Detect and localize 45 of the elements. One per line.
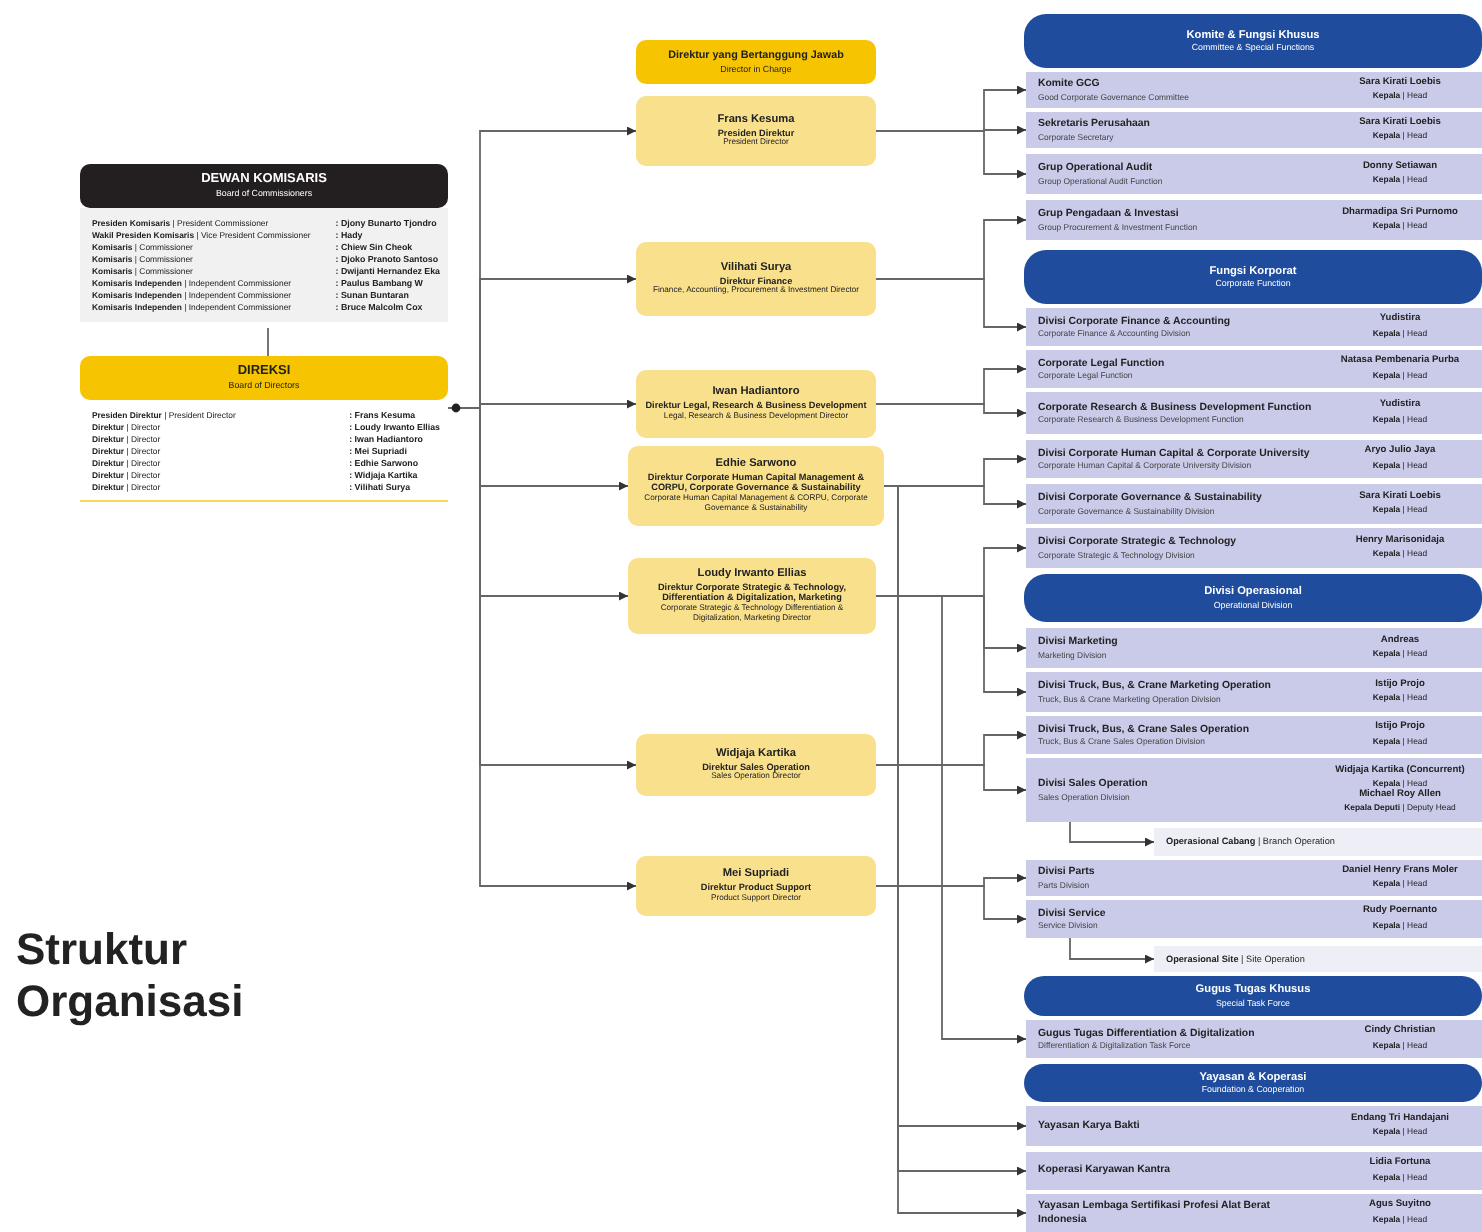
- connector-arrow: [875, 595, 1027, 1044]
- unit-box: [1026, 1106, 1482, 1146]
- director-box: [628, 446, 884, 526]
- unit-box: [1026, 672, 1482, 712]
- unit-box: [1026, 72, 1482, 108]
- unit-box: [1026, 900, 1482, 938]
- section-band: [1024, 574, 1482, 622]
- director-box: [636, 96, 876, 166]
- unit-box: [1026, 440, 1482, 478]
- sub-unit-box: [1154, 946, 1482, 972]
- connector-arrow: [875, 403, 1027, 418]
- unit-box: [1026, 1194, 1482, 1232]
- page-title: Struktur Organisasi: [16, 924, 246, 1028]
- unit-box: [1026, 716, 1482, 754]
- unit-box: [1026, 112, 1482, 148]
- unit-box: [1026, 200, 1482, 240]
- director-box: [636, 370, 876, 438]
- sub-unit-box: [1154, 828, 1482, 856]
- connector-arrow: [875, 130, 1027, 179]
- unit-box: [1026, 154, 1482, 194]
- heading-box: [636, 40, 876, 84]
- unit-box: [1026, 758, 1482, 822]
- director-box: [636, 242, 876, 316]
- unit-box: [1026, 350, 1482, 388]
- section-band: [1024, 976, 1482, 1016]
- unit-box: [1026, 860, 1482, 896]
- board-card: [80, 164, 448, 328]
- director-box: [636, 734, 876, 796]
- unit-box: [1026, 392, 1482, 434]
- section-band: [1024, 1064, 1482, 1102]
- connector-arrow: [875, 885, 1027, 924]
- unit-box: [1026, 308, 1482, 346]
- connector-arrow: [1069, 821, 1155, 847]
- unit-box: [1026, 628, 1482, 668]
- connector-arrow: [875, 278, 1027, 332]
- connector-arrow: [875, 764, 1027, 795]
- section-band: [1024, 14, 1482, 68]
- director-box: [636, 856, 876, 916]
- section-band: [1024, 250, 1482, 304]
- unit-box: [1026, 1152, 1482, 1190]
- unit-box: [1026, 484, 1482, 524]
- unit-box: [1026, 1020, 1482, 1058]
- director-box: [628, 558, 876, 634]
- unit-box: [1026, 528, 1482, 568]
- connector-arrow: [1069, 937, 1155, 964]
